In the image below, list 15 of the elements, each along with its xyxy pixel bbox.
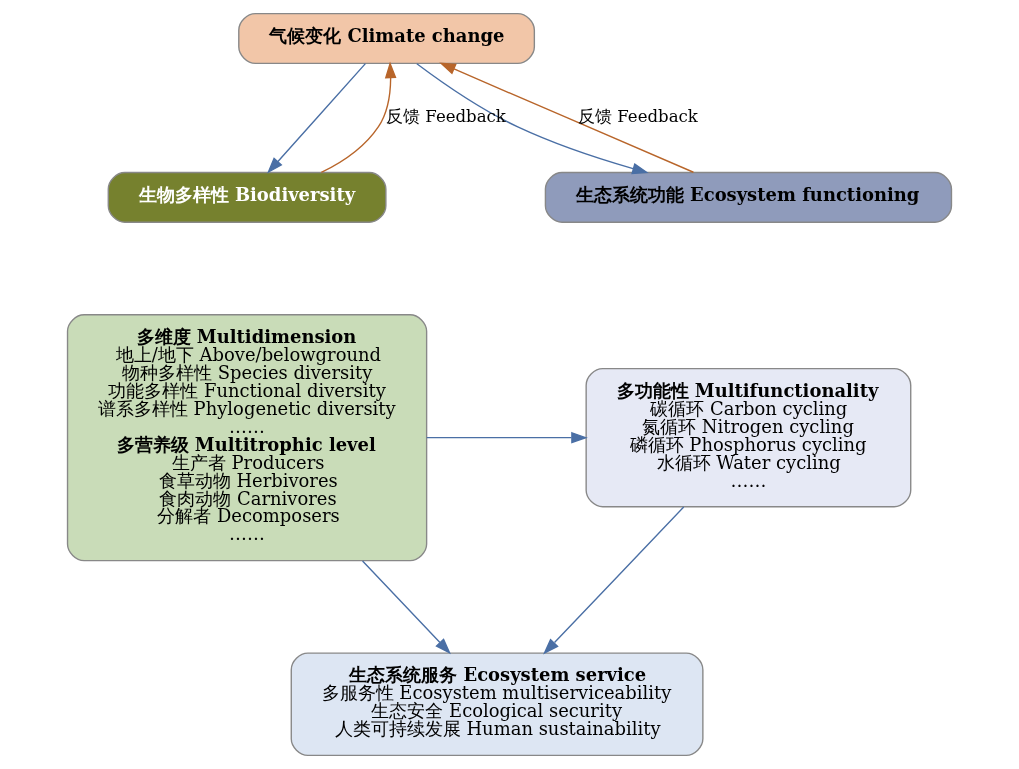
- node-box: 气候变化 Climate change: [238, 12, 536, 65]
- arrow: [543, 506, 685, 655]
- arrow: [426, 431, 588, 444]
- arrow: [267, 62, 367, 174]
- edge-label: 反馈 Feedback: [578, 107, 698, 127]
- node-box: 多维度 Multidimension 地上/地下 Above/belowground 物种多样性 Species diversity 功能多样性 Functional diversity 谱系多样性 Phylogenetic diversity …… 多营养级 Multitrophic level 生产者 Producers 食草动物 Herbivores 食肉动物 Carnivores 分解者 Decomposers ……: [66, 314, 428, 562]
- edge-label: 反馈 Feedback: [386, 107, 506, 127]
- node-box: 生态系统功能 Ecosystem functioning: [544, 171, 953, 223]
- arrow: [416, 63, 649, 175]
- arrow: [439, 62, 695, 173]
- arrow: [320, 61, 397, 174]
- arrow: [361, 560, 451, 655]
- node-box: 多功能性 Multifunctionality 碳循环 Carbon cycling 氮循环 Nitrogen cycling 磷循环 Phosphorus cycling 水循环 Water cycling ……: [585, 367, 912, 508]
- node-box: 生物多样性 Biodiversity: [107, 171, 387, 223]
- node-box: 生态系统服务 Ecosystem service 多服务性 Ecosystem multiserviceability 生态安全 Ecological security 人类可持续发展 Human sustainability: [290, 652, 704, 757]
